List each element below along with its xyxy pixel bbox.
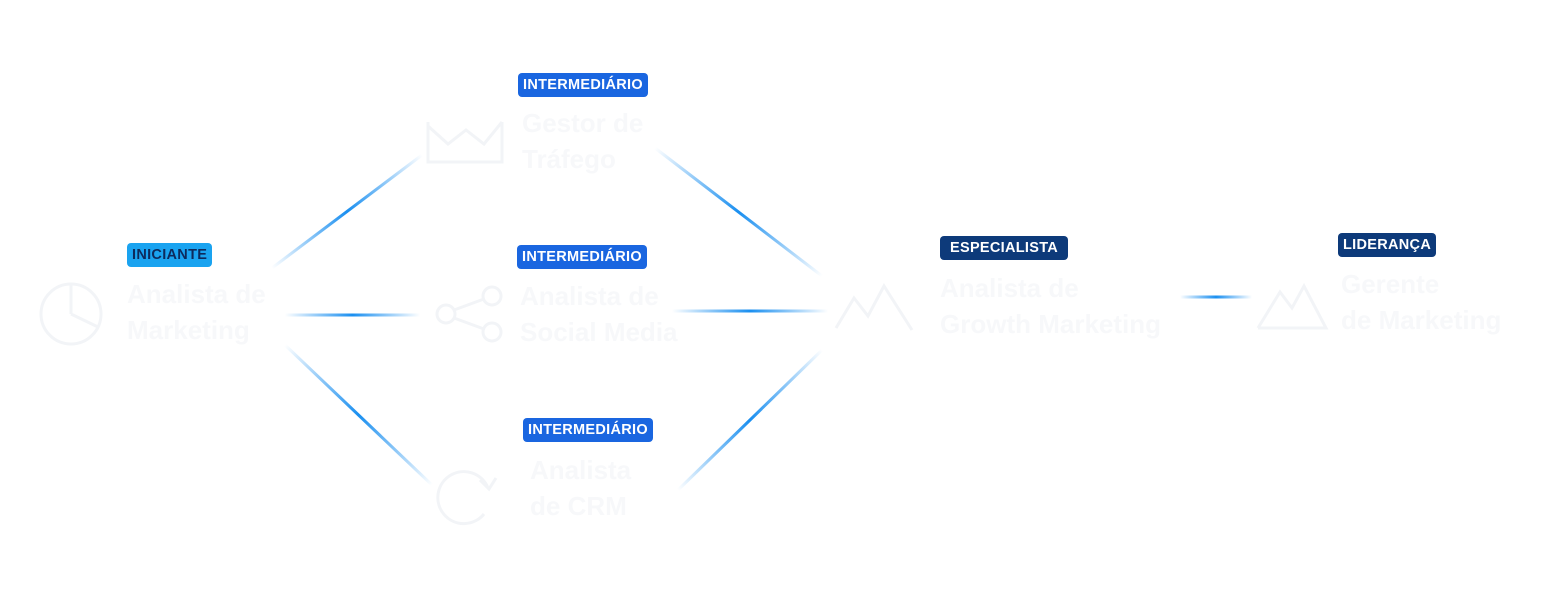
node-title: Analista de Growth Marketing — [940, 273, 1162, 339]
node-title: Gerente de Marketing — [1341, 269, 1502, 335]
level-badge-intermediario: INTERMEDIÁRIO — [517, 245, 647, 269]
level-badge-intermediario: INTERMEDIÁRIO — [523, 418, 653, 442]
level-badge-lideranca: LIDERANÇA — [1338, 233, 1437, 257]
funnel-icon — [424, 114, 506, 166]
growth-chart-icon — [832, 276, 918, 336]
connector-crm-to-growth — [676, 348, 824, 492]
node-title: Analista de Social Media — [520, 281, 678, 347]
node-title: Gestor de Tráfego — [522, 108, 644, 174]
level-badge-iniciante: INICIANTE — [127, 243, 213, 267]
pie-chart-icon — [38, 275, 104, 353]
level-badge-especialista: ESPECIALISTA — [940, 236, 1069, 260]
share-icon — [432, 284, 508, 344]
node-title: Analista de CRM — [530, 455, 632, 521]
connector-marketing-to-crm — [283, 343, 434, 487]
connector-marketing-to-trafego — [270, 153, 424, 270]
node-title: Analista de Marketing — [127, 279, 266, 345]
mountain-icon — [1254, 278, 1330, 334]
level-badge-intermediario: INTERMEDIÁRIO — [518, 73, 648, 97]
refresh-icon — [426, 458, 502, 532]
connector-trafego-to-growth — [653, 146, 824, 278]
